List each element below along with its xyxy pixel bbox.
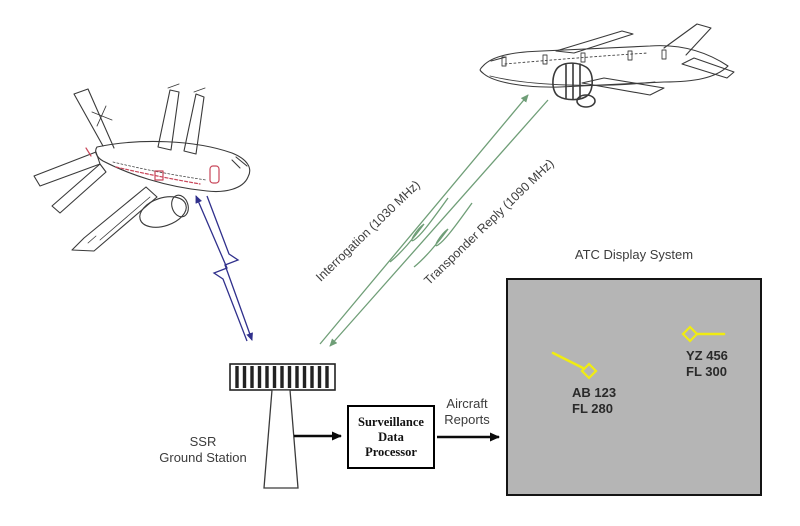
ssr-label-line1: SSR [189,434,217,449]
processor-line3: Processor [365,444,417,459]
track-label-ab123: AB 123 FL 280 [572,385,616,416]
track-callsign: YZ 456 [686,348,728,363]
track-callsign: AB 123 [572,385,617,400]
track-symbol-ab123 [551,351,598,380]
atc-display-screen: AB 123 FL 280 YZ 456 FL 300 [506,278,762,496]
ssr-ground-station-label: SSR Ground Station [128,434,278,466]
antenna-tower [263,389,299,489]
aircraft-reports-line2: Reports [444,412,490,427]
ssr-antenna-icon [229,363,336,489]
aircraft-reports-line1: Aircraft [446,396,488,411]
uplink-downlink-arrows [195,195,253,342]
processor-line1: Surveillance [358,414,424,429]
transponder-reply-arrow [329,99,549,347]
interrogation-reply-arrows [319,94,549,347]
track-flight-level: FL 280 [572,400,613,416]
radar-tracks [551,325,726,380]
aircraft-left-icon [33,83,251,252]
track-flight-level: FL 300 [686,363,727,379]
surveillance-data-processor-box: Surveillance Data Processor [347,405,435,469]
aircraft-reports-label: Aircraft Reports [427,396,507,428]
atc-display-title: ATC Display System [574,247,694,262]
interrogation-arrow [319,94,529,345]
track-symbol-yz456 [681,325,726,343]
data-flow-arrows [294,431,500,442]
track-label-yz456: YZ 456 FL 300 [686,348,728,379]
aircraft-right-icon [479,23,735,108]
ssr-label-line2: Ground Station [159,450,247,465]
processor-line2: Data [378,429,404,444]
